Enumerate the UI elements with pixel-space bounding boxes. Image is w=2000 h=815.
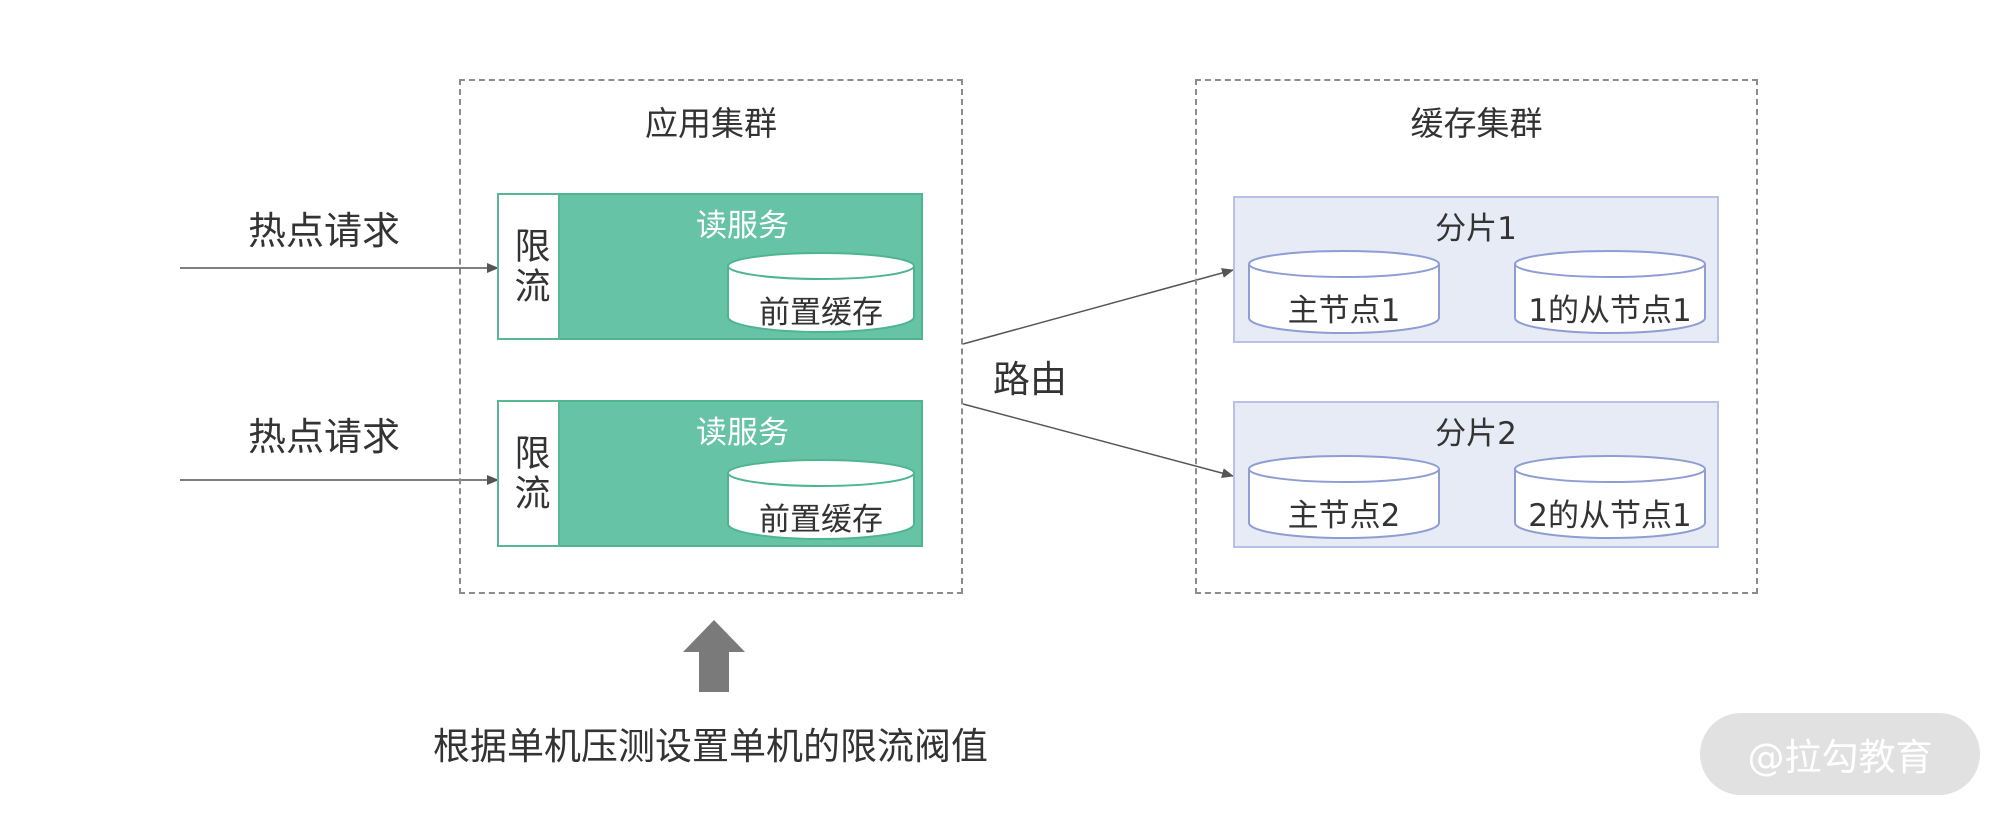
watermark-logo: @拉勾教育 <box>1700 713 1980 795</box>
rate-limiter-label: 限流 <box>508 226 550 307</box>
front-cache-cylinder-2 <box>727 459 915 540</box>
master-node-cylinder-2 <box>1248 455 1440 539</box>
route-arrow-2 <box>962 403 1234 478</box>
route-arrow-1 <box>962 268 1234 345</box>
read-service-title: 读服务 <box>696 415 789 451</box>
rate-limiter-1: 限流 <box>497 193 560 340</box>
threshold-note: 根据单机压测设置单机的限流阀值 <box>433 725 988 768</box>
app-cluster-title: 应用集群 <box>645 104 777 143</box>
master-node-label: 主节点1 <box>1287 293 1401 329</box>
request-label-1: 热点请求 <box>248 209 401 253</box>
front-cache-label: 前置缓存 <box>759 295 883 331</box>
front-cache-cylinder-1 <box>727 252 915 333</box>
slave-node-cylinder-2 <box>1514 455 1706 539</box>
shard-title: 分片2 <box>1435 416 1517 452</box>
app-cluster: 应用集群 <box>459 79 963 594</box>
up-arrow-icon <box>683 620 745 692</box>
cache-cluster: 缓存集群 <box>1195 79 1758 594</box>
slave-node-label: 2的从节点1 <box>1528 498 1692 534</box>
rate-limiter-2: 限流 <box>497 400 560 547</box>
slave-node-label: 1的从节点1 <box>1528 293 1692 329</box>
shard-title: 分片1 <box>1435 211 1517 247</box>
route-label: 路由 <box>993 358 1067 401</box>
rate-limiter-label: 限流 <box>508 433 550 514</box>
slave-node-cylinder-1 <box>1514 250 1706 334</box>
read-service-title: 读服务 <box>696 208 789 244</box>
front-cache-label: 前置缓存 <box>759 502 883 538</box>
request-label-2: 热点请求 <box>248 415 401 459</box>
master-node-label: 主节点2 <box>1287 498 1401 534</box>
master-node-cylinder-1 <box>1248 250 1440 334</box>
cache-cluster-title: 缓存集群 <box>1410 104 1543 143</box>
